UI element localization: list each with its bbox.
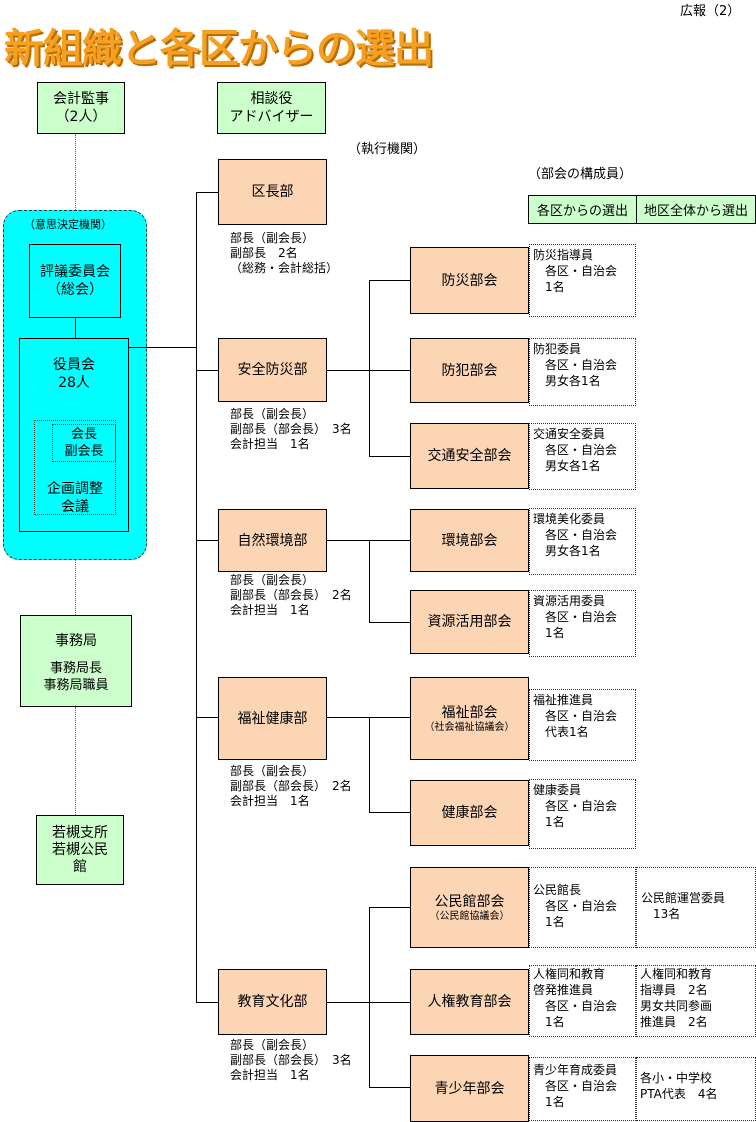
link-shizen [196,540,218,541]
bukai-kenko-members: 健康委員 各区・自治会 1名 [529,779,636,849]
secretariat-staff: 事務局長 事務局職員 [43,661,109,693]
dept-fukushi-note: 部長（副会長） 副部長（部会長） 2名 会計担当 1名 [230,764,352,808]
kyoiku-branch-trunk [369,907,370,1087]
bukai-kenko: 健康部会 [410,780,529,846]
link-jinken [369,1002,410,1003]
fukushi-branch-line [327,717,369,718]
dept-kucho: 区長部 [218,159,327,225]
shizen-branch-trunk [369,540,370,622]
secretariat-connector-top [75,560,76,615]
council-officers-connector [75,318,76,338]
link-kenko [369,812,410,813]
council-box: 評議委員会 （総会） [29,244,121,318]
audit-connector [75,134,76,210]
dept-kucho-note: 部長（副会長） 副部長 2名 （総務・会計総括） [230,231,339,275]
bukai-kominkan: 公民館部会 （公民館協議会） [410,867,529,948]
advisor-box: 相談役 アドバイザー [217,82,326,134]
legend-whole-area: 地区全体から選出 [643,204,748,219]
bukai-kominkan-members-area: 公民館運営委員 13名 [636,867,756,948]
secretariat-connector-bottom [75,707,76,815]
officers-label: 役員会 28人 [53,357,95,391]
link-fukushi-bukai [369,717,410,718]
bukai-seishonen: 青少年部会 [410,1055,529,1122]
bukai-jinken-members-area: 人権同和教育 指導員 2名 男女共同参画 推進員 2名 [636,965,756,1037]
bukai-kominkan-label: 公民館部会 [434,893,505,910]
link-bohan [369,370,410,371]
link-kominkan [369,907,410,908]
bukai-seishonen-members: 青少年育成委員 各区・自治会 1名 [529,1057,636,1121]
dept-anzen-note: 部長（副会長） 副部長（部会長） 3名 会計担当 1名 [230,407,352,451]
link-seishonen [369,1087,410,1088]
bukai-jinken: 人権教育部会 [410,969,529,1035]
link-shigen [369,622,410,623]
dept-fukushi: 福祉健康部 [218,677,327,760]
decision-label: （意思決定機関） [24,218,112,231]
bukai-bohan-members: 防犯委員 各区・自治会 男女各1名 [529,338,636,406]
bukai-kotsu: 交通安全部会 [410,423,529,489]
link-fukushi [196,717,218,718]
bukai-shigen: 資源活用部会 [410,590,529,654]
executive-label: （執行機関） [348,142,427,157]
bukai-bosai-members: 防災指導員 各区・自治会 1名 [529,244,636,317]
anzen-branch-line [327,370,369,371]
bukai-seishonen-members-area: 各小・中学校 PTA代表 4名 [636,1057,756,1121]
bukai-fukushi-sub: （社会福祉協議会） [424,721,515,733]
dept-kyoiku-note: 部長（副会長） 副部長（部会長） 3名 会計担当 1名 [230,1038,352,1082]
audit-box: 会計監事 （2人） [37,82,125,134]
anzen-branch-trunk [369,280,370,456]
bukai-kankyo-members: 環境美化委員 各区・自治会 男女各1名 [529,508,636,575]
page-label: 広報（2） [680,4,741,19]
link-kyoiku [196,1002,218,1003]
link-kucho [196,192,218,193]
secretariat-box: 事務局 事務局長 事務局職員 [20,615,132,707]
bukai-fukushi: 福祉部会 （社会福祉協議会） [410,677,529,760]
bukai-fukushi-members: 福祉推進員 各区・自治会 代表1名 [529,689,636,761]
fukushi-branch-trunk [369,717,370,812]
planning-label: 企画調整 会議 [47,481,103,515]
bukai-bosai: 防災部会 [410,247,529,314]
legend-box: 各区からの選出 地区全体から選出 [528,195,756,224]
dept-shizen: 自然環境部 [218,509,327,572]
bukai-shigen-members: 資源活用委員 各区・自治会 1名 [529,590,636,657]
chair-box: 会長 副会長 [52,424,116,462]
secretariat-title: 事務局 [55,633,97,649]
legend-district: 各区からの選出 [529,196,637,223]
bukai-jinken-members: 人権同和教育 啓発推進員 各区・自治会 1名 [529,965,636,1037]
bukai-kotsu-members: 交通安全委員 各区・自治会 男女各1名 [529,423,636,490]
bukai-kankyo: 環境部会 [410,509,529,572]
shizen-branch-line [327,540,369,541]
link-kotsu [369,456,410,457]
bukai-fukushi-label: 福祉部会 [441,704,498,721]
branch-box: 若槻支所 若槻公民 館 [36,815,124,885]
dept-shizen-note: 部長（副会長） 副部長（部会長） 2名 会計担当 1名 [230,573,352,617]
link-kankyo [369,540,410,541]
dept-anzen: 安全防災部 [218,338,327,402]
executive-group [34,420,116,515]
bukai-kominkan-members: 公民館長 各区・自治会 1名 [529,867,636,948]
officers-to-trunk-line [129,347,196,348]
kyoiku-branch-line [327,1002,369,1003]
link-bosai [369,280,410,281]
legend-title: （部会の構成員） [528,167,633,182]
officers-box [19,338,129,532]
page-title: 新組織と各区からの選出 [4,26,434,72]
bukai-kominkan-sub: （公民館協議会） [429,910,510,922]
dept-kyoiku: 教育文化部 [218,969,327,1035]
main-trunk-line [196,192,197,1002]
bukai-bohan: 防犯部会 [410,338,529,403]
link-anzen [196,370,218,371]
